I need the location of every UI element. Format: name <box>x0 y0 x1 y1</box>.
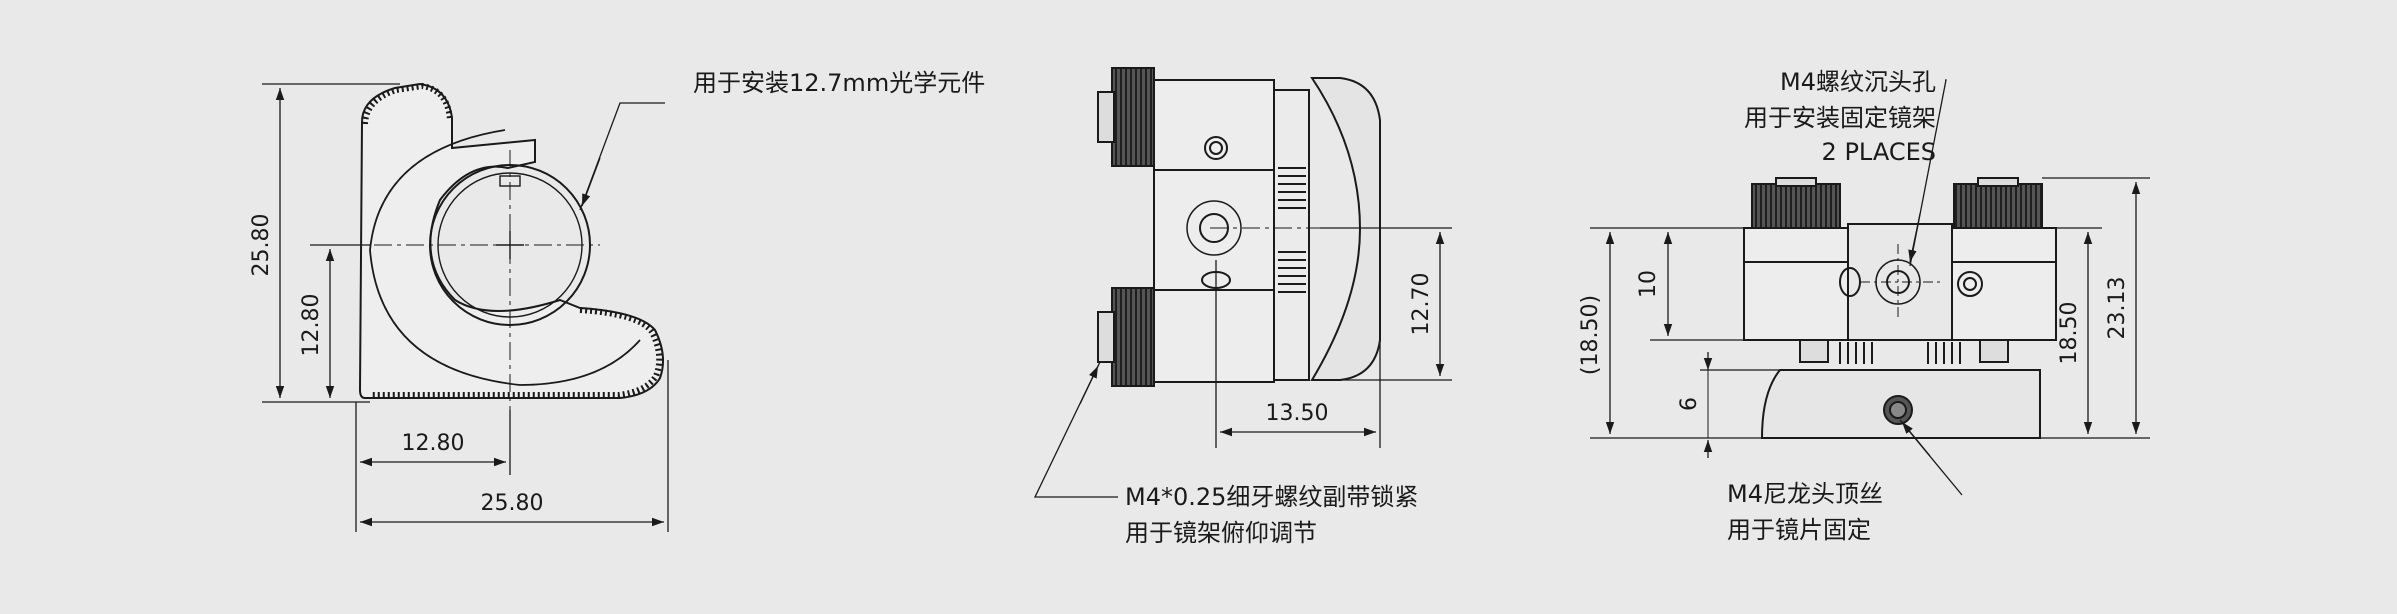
view3-top-note-line2: 用于安装固定镜架 <box>1744 104 1936 132</box>
view3-top-note-line1: M4螺纹沉头孔 <box>1780 68 1936 96</box>
spring-right <box>1927 342 1961 364</box>
view2-dimensions <box>1033 227 1452 498</box>
knurl-bottom <box>370 307 663 398</box>
dim-width-center: 12.80 <box>402 431 465 456</box>
view1-note: 用于安装12.7mm光学元件 <box>693 69 985 97</box>
dim-v3-ten: 10 <box>1636 270 1661 298</box>
dim-v2-height: 12.70 <box>1409 273 1434 336</box>
view3-side <box>1743 177 2057 439</box>
spring-left <box>1839 342 1873 364</box>
front-plate <box>1310 77 1381 381</box>
spring-bottom <box>1278 251 1306 293</box>
view2-side <box>1097 67 1381 387</box>
crescent-arc <box>369 129 641 386</box>
knob-right <box>1953 183 2043 229</box>
dim-v3-six: 6 <box>1677 397 1702 411</box>
knob-left <box>1751 183 1841 229</box>
dim-height-center: 12.80 <box>299 294 324 357</box>
dim-v3-total-height: 23.13 <box>2105 277 2130 340</box>
dim-height-total: 25.80 <box>249 214 274 277</box>
knob-bottom <box>1111 287 1155 387</box>
dim-v3-right-height: 18.50 <box>2057 302 2082 365</box>
view2-note-line2: 用于镜架俯仰调节 <box>1125 519 1317 547</box>
view3-dimensions <box>1590 79 2150 496</box>
main-block <box>1153 79 1275 383</box>
spring-top <box>1278 167 1306 209</box>
mount-body-outline <box>358 82 665 399</box>
dim-v2-width: 13.50 <box>1266 401 1329 426</box>
view3-top-note-line3: 2 PLACES <box>1822 138 1936 166</box>
view1-dimensions <box>262 83 669 532</box>
view2-note-line1: M4*0.25细牙螺纹副带锁紧 <box>1125 483 1418 511</box>
view1-front <box>310 82 665 410</box>
knob-top <box>1111 67 1155 167</box>
view3-bottom-note-line2: 用于镜片固定 <box>1727 516 1871 544</box>
dim-width-total: 25.80 <box>481 491 544 516</box>
dim-v3-paren-height: (18.50) <box>1578 295 1603 375</box>
view3-bottom-note-line1: M4尼龙头顶丝 <box>1727 480 1883 508</box>
